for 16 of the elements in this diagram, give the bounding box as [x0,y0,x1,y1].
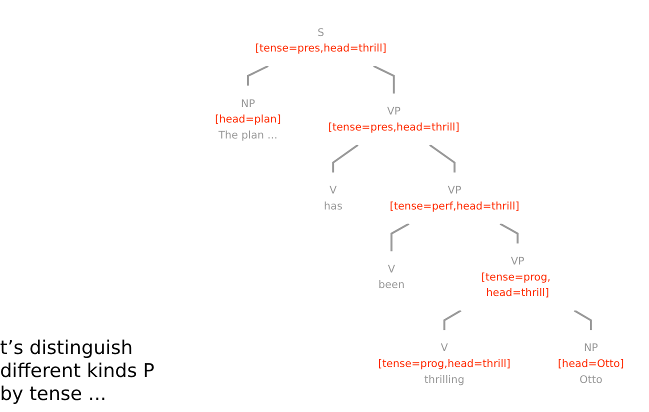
node-text: V has [324,184,342,212]
node-text: VP [tense=perf,head=thrill] [390,184,520,212]
connector [574,310,592,330]
node-text: VP [tense=prog, head=thrill] [481,254,551,299]
connector [332,144,359,172]
connector [500,222,519,244]
node-text: VP [tense=pres,head=thrill] [328,104,460,134]
node-text: V [tense=prog,head=thrill] thrilling [378,341,511,386]
node-text: S [tense=pres,head=thrill] [255,26,386,54]
connector [246,65,269,86]
connector [429,144,456,172]
note-text: t’s distinguish different kinds P by tense ... [0,337,156,406]
node-text: V been [378,262,405,291]
node-text: NP [head=Otto] Otto [558,341,624,386]
connector [443,310,462,330]
node-text: NP [head=plan] The plan ... [214,96,281,141]
